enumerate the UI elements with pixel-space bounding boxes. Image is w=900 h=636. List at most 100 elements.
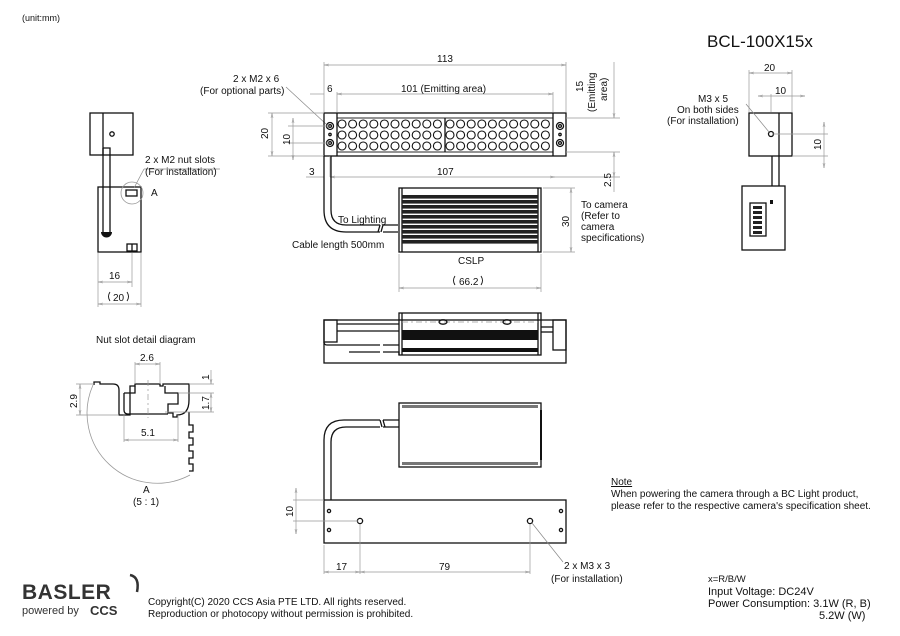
led (411, 141, 421, 151)
logo-basler: BASLER (22, 581, 111, 604)
led (432, 119, 442, 129)
led (401, 130, 411, 140)
led-array (337, 119, 550, 151)
led (530, 141, 540, 151)
led (348, 141, 358, 151)
power-consumption-rb: Power Consumption: 3.1W (R, B) (708, 598, 871, 610)
paren-left (453, 275, 456, 286)
nut-dim-5-1: 5.1 (141, 428, 155, 439)
to-camera-sub1: (Refer to (581, 211, 620, 222)
led (509, 130, 519, 140)
dim-2-5: 2.5 (603, 173, 614, 187)
heat-sink-fins (402, 195, 538, 244)
led (530, 130, 540, 140)
fin (402, 200, 538, 204)
led (390, 119, 400, 129)
fin (402, 230, 538, 234)
led (445, 119, 455, 129)
to-camera-label: To camera (581, 200, 628, 211)
m3-label: M3 x 5 (698, 94, 728, 105)
led (466, 141, 476, 151)
m2-screw-sublabel: (For optional parts) (200, 86, 284, 97)
led (487, 130, 497, 140)
power-consumption-w: 5.2W (W) (819, 610, 865, 622)
paren-right (480, 275, 483, 286)
m3-sub2: (For installation) (667, 116, 739, 127)
logo-swoosh (129, 573, 139, 593)
bottom-dim-17: 17 (336, 562, 348, 573)
elevation-controller (398, 312, 542, 356)
unit-label: (unit:mm) (22, 13, 60, 23)
nut-detail-label: A (143, 485, 150, 496)
led (390, 130, 400, 140)
nut-detail-scale: (5 : 1) (133, 497, 159, 508)
led (369, 130, 379, 140)
paren-right (126, 291, 129, 302)
light-bar (323, 112, 567, 157)
led (358, 119, 368, 129)
led (509, 119, 519, 129)
led (498, 141, 508, 151)
fin (402, 205, 538, 209)
led (540, 119, 550, 129)
led (540, 130, 550, 140)
led (401, 141, 411, 151)
led (487, 119, 497, 129)
specs-block: x=R/B/W Input Voltage: DC24V Power Consu… (708, 574, 871, 622)
led (411, 119, 421, 129)
led (379, 141, 389, 151)
led (411, 130, 421, 140)
elevation-view (323, 312, 567, 364)
led (498, 130, 508, 140)
nut-dim-2-9: 2.9 (69, 394, 80, 408)
copyright-line-1: Copyright(C) 2020 CCS Asia PTE LTD. All … (148, 597, 406, 608)
dim-30: 30 (561, 215, 572, 227)
cslp-label: CSLP (458, 256, 484, 267)
m2-screws-right (555, 121, 565, 148)
led (530, 119, 540, 129)
dim-20-height: 20 (260, 127, 271, 139)
led (519, 141, 529, 151)
m2-screw-label: 2 x M2 x 6 (233, 74, 280, 85)
led (390, 141, 400, 151)
led (477, 119, 487, 129)
bottom-controller (398, 402, 542, 468)
side-body (97, 186, 142, 253)
basler-logo: BASLER powered by CCS (22, 573, 139, 618)
dim-107: 107 (437, 167, 454, 178)
led (519, 130, 529, 140)
cable-length-label: Cable length 500mm (292, 240, 384, 251)
led (337, 141, 347, 151)
end-dim-10-height: 10 (813, 138, 824, 150)
led (445, 130, 455, 140)
logo-ccs: CCS (90, 603, 118, 618)
dip-switch-toggle (753, 216, 762, 219)
dip-switch-toggle (753, 221, 762, 224)
led (348, 119, 358, 129)
fin (402, 215, 538, 219)
side-dim-16: 16 (109, 271, 121, 282)
front-view: 2 x M2 x 6 (For optional parts) 113 6 10… (200, 54, 620, 192)
detail-circle-a (120, 181, 144, 205)
led (432, 141, 442, 151)
nut-slot-detail: Nut slot detail diagram 2.6 1 1.7 2.9 5.… (69, 335, 214, 508)
to-lighting-label: To Lighting (338, 215, 386, 226)
fin (402, 210, 538, 214)
side-hole (109, 131, 115, 137)
dip-switch-toggle (753, 226, 762, 229)
bottom-bar (323, 499, 567, 544)
led (477, 130, 487, 140)
bottom-view: 10 17 79 2 x M3 x 3 (For installation) (285, 402, 623, 585)
bottom-dim-10: 10 (285, 505, 296, 517)
end-view: 20 10 M3 x 5 On both sides (For installa… (667, 63, 828, 251)
variant-label: x=R/B/W (708, 574, 746, 585)
nut-slots-label: 2 x M2 nut slots (145, 155, 215, 166)
cslp-box (398, 187, 542, 253)
end-dim-10-width: 10 (775, 86, 787, 97)
note-title: Note (611, 477, 633, 488)
model-title: BCL-100X15x (707, 32, 813, 51)
led (456, 130, 466, 140)
dip-switch (749, 202, 767, 237)
input-voltage: Input Voltage: DC24V (708, 586, 814, 598)
